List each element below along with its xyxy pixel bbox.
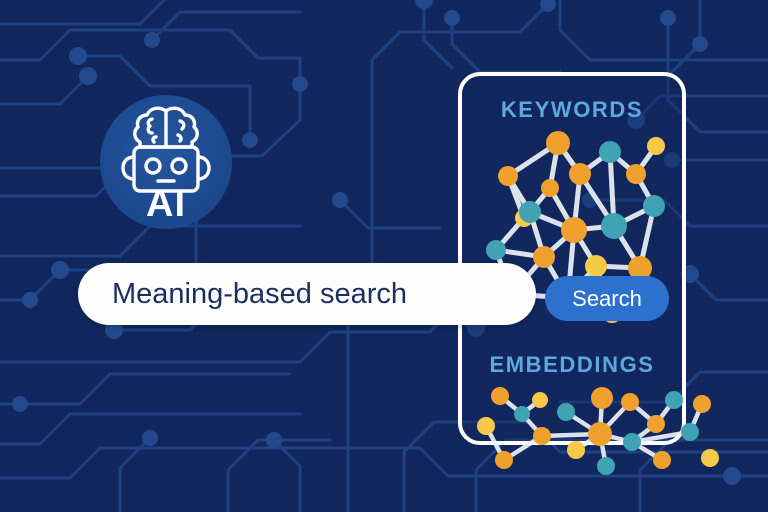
search-button[interactable]: Search	[545, 276, 669, 321]
search-query-text: Meaning-based search	[112, 278, 408, 310]
keywords-section-title: KEYWORDS	[500, 97, 644, 122]
embedding-scatter-graph	[477, 387, 719, 475]
search-input[interactable]: Meaning-based search	[78, 263, 536, 325]
ai-badge: AI	[100, 95, 232, 229]
embeddings-section-title: EMBEDDINGS	[489, 352, 655, 377]
ai-badge-label: AI	[146, 183, 186, 225]
concept-card: KEYWORDS EMBEDDINGS	[458, 72, 719, 475]
robot-brain-icon	[121, 106, 211, 193]
